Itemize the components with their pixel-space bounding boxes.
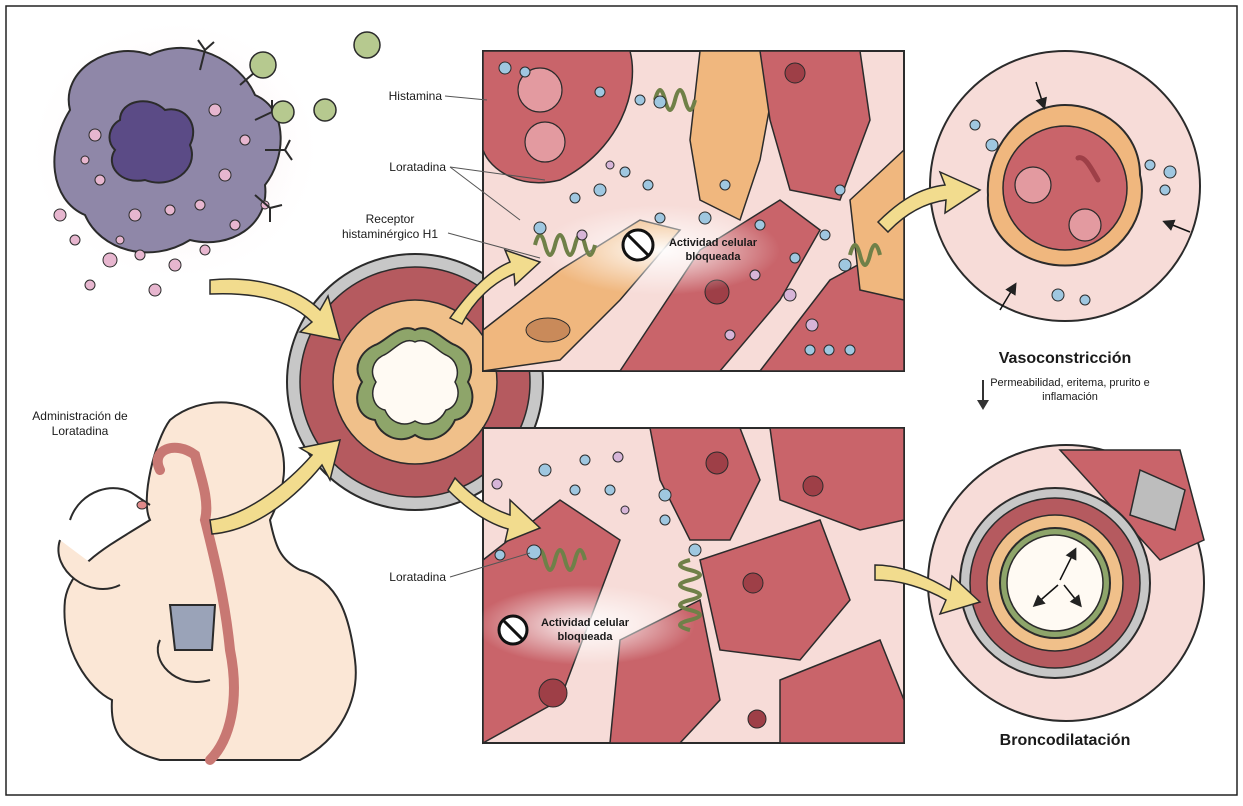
label-histamina: Histamina (388, 89, 442, 103)
label-receptor-h1: Receptor histaminérgico H1 (341, 212, 439, 241)
flow-arrows (209, 170, 982, 616)
bronchodilation-circle (927, 444, 1205, 722)
blocked-icon (621, 228, 655, 262)
tissue-panel-bottom (475, 427, 905, 745)
label-vasoconstriccion: Vasoconstricción (998, 350, 1132, 367)
blocked-icon (497, 614, 529, 646)
tissue-panel-top (482, 50, 905, 372)
bronchus-cross-section (286, 253, 544, 511)
label-broncodilatacion: Broncodilatación (999, 732, 1131, 749)
label-loratadina-bottom: Loratadina (389, 570, 446, 584)
mast-cell-icon (25, 15, 381, 297)
label-actividad-bloqueada-top: Actividad celular bloqueada (668, 237, 758, 263)
arrow-down-icon (977, 380, 989, 410)
label-loratadina-top: Loratadina (389, 160, 446, 174)
label-actividad-bloqueada-bottom: Actividad celular bloqueada (540, 617, 630, 643)
label-efectos: Permeabilidad, eritema, prurito e inflam… (990, 377, 1150, 403)
vasoconstriction-circle (929, 50, 1201, 322)
pointer-lines (444, 95, 546, 578)
person-illustration (57, 401, 357, 765)
label-administracion: Administración de Loratadina (32, 409, 128, 438)
